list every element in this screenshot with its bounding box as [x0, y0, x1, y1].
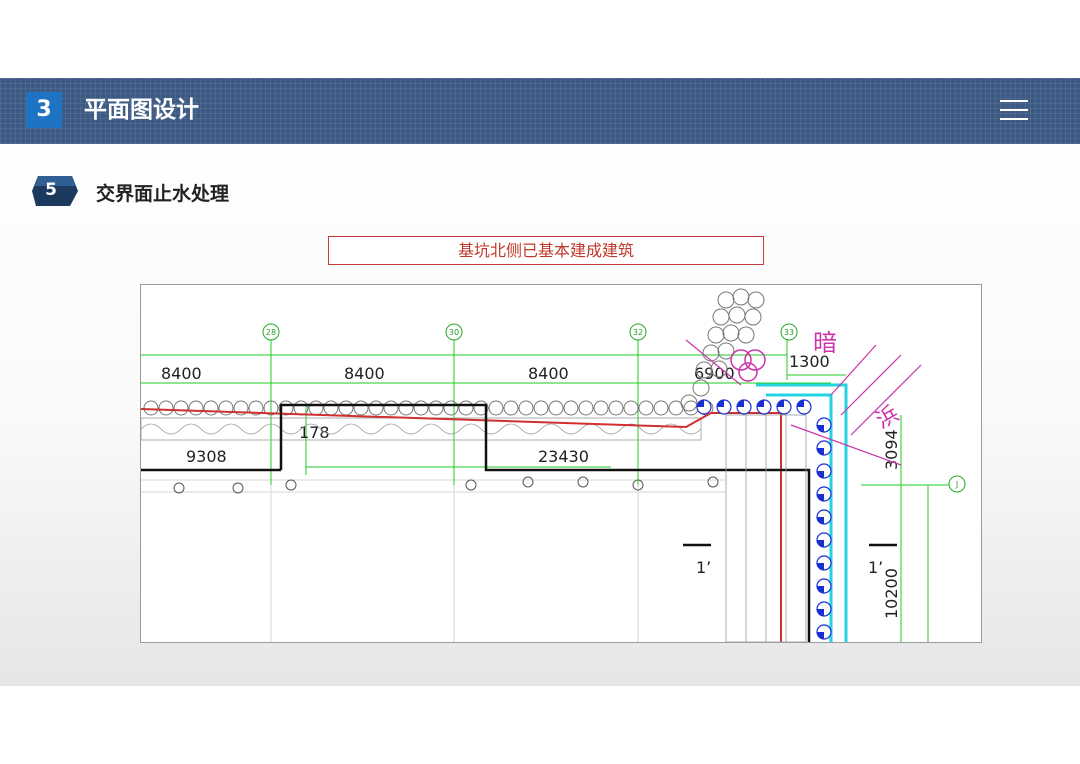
annotation-text: 暗 [813, 329, 837, 357]
section-header-bar [0, 78, 1080, 144]
annotation-text: 浜 [872, 401, 904, 434]
dimension-text: 8400 [161, 364, 202, 383]
menu-icon[interactable] [1000, 100, 1028, 122]
section-title: 平面图设计 [84, 97, 199, 123]
section-mark: 1’ [696, 558, 711, 577]
dimension-text: 178 [299, 423, 330, 442]
subsection-title: 交界面止水处理 [96, 183, 230, 205]
section-mark: 1’ [868, 558, 883, 577]
cad-drawing: 28 30 32 33 J 8400 8400 8400 6900 1300 9… [140, 284, 982, 643]
axis-label: 28 [266, 328, 276, 337]
section-number-badge: 3 [26, 92, 62, 128]
dimension-text: 10200 [882, 568, 901, 619]
hexagon-badge-icon [32, 176, 78, 206]
axis-label: 33 [784, 328, 794, 337]
axis-label: 30 [449, 328, 459, 337]
cad-plan-view: 28 30 32 33 J 8400 8400 8400 6900 1300 9… [141, 288, 966, 642]
axis-label: J [955, 480, 958, 489]
dimension-text: 8400 [344, 364, 385, 383]
dimension-text: 23430 [538, 447, 589, 466]
dimension-text: 9308 [186, 447, 227, 466]
axis-label: 32 [633, 328, 643, 337]
dimension-text: 1300 [789, 352, 830, 371]
dimension-text: 8400 [528, 364, 569, 383]
subsection-number: 5 [45, 180, 57, 200]
drawing-caption-box: 基坑北侧已基本建成建筑 [328, 236, 764, 265]
